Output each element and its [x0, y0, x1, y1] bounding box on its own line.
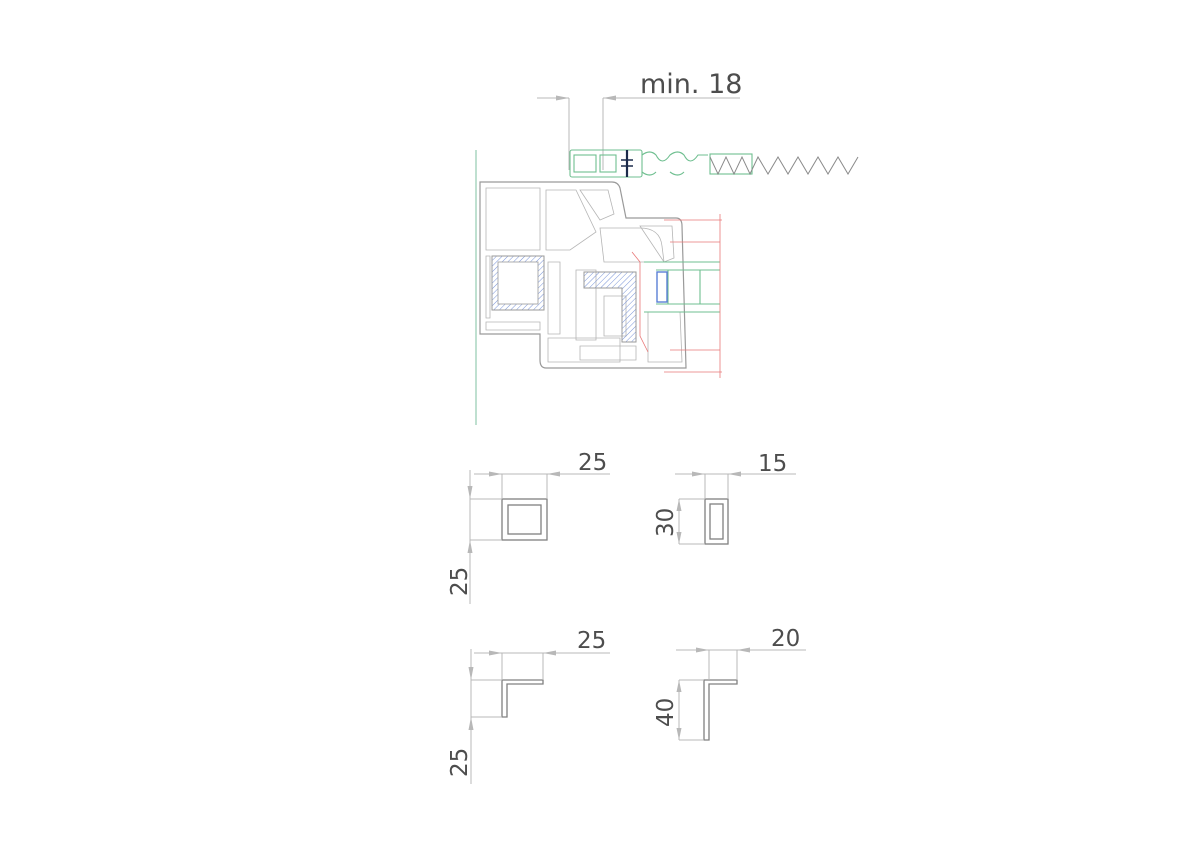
- steel-reinforcement-sash: [583, 271, 637, 343]
- angle1-width-label: 25: [577, 628, 606, 654]
- gap-dimension: min. 18: [537, 69, 742, 170]
- rectangular-profile-drawing: 15 30: [653, 451, 796, 545]
- angle2-width-label: 20: [771, 626, 800, 652]
- angle-profile-25: [501, 679, 544, 718]
- angle-profile-20x40: [703, 679, 738, 741]
- square-width-label: 25: [578, 450, 607, 476]
- window-frame-profile: [479, 181, 722, 378]
- square-height-label: 25: [447, 567, 473, 596]
- rectangular-profile: [704, 498, 729, 545]
- angle2-height-label: 40: [653, 698, 679, 727]
- angle1-height-label: 25: [447, 748, 473, 777]
- square-profile: [501, 498, 548, 541]
- angle-profile-25-drawing: 25 25: [447, 628, 610, 784]
- pleated-mesh: [709, 155, 859, 176]
- square-profile-drawing: 25 25: [447, 450, 610, 604]
- gap-dimension-label: min. 18: [640, 69, 742, 100]
- angle-profile-20x40-drawing: 20 40: [653, 626, 806, 741]
- insect-screen-profile: [569, 149, 859, 178]
- rect-height-label: 30: [653, 508, 679, 537]
- glazing-unit: [644, 261, 720, 313]
- sash-outline-red: [631, 214, 722, 378]
- rect-width-label: 15: [758, 451, 787, 477]
- window-section-drawing: min. 18: [475, 69, 859, 425]
